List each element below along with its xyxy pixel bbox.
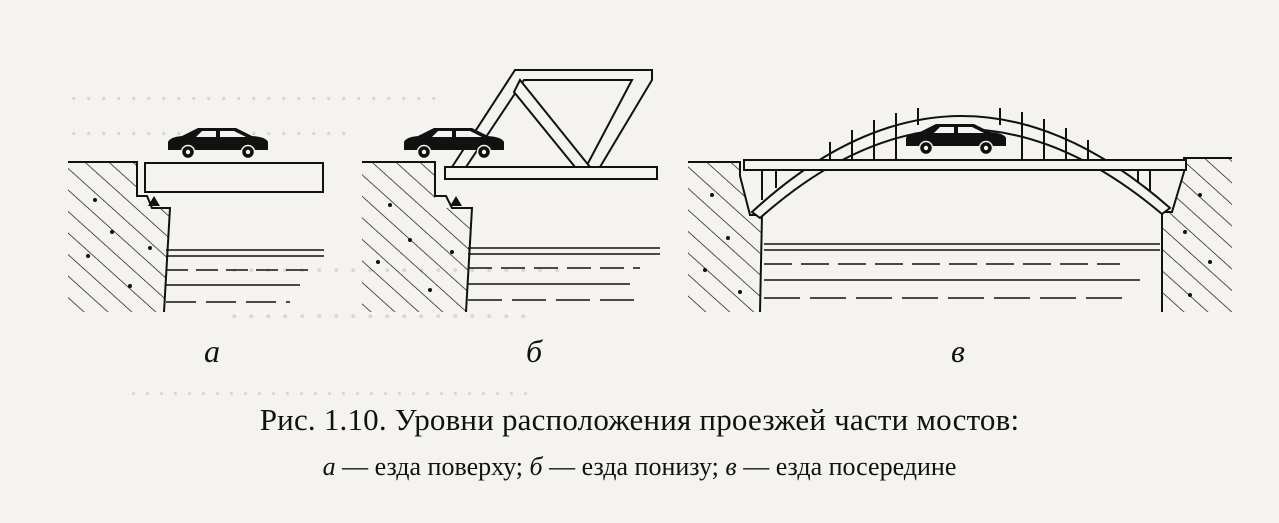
- panel-a-car-icon: [167, 127, 269, 160]
- panel-a-water: [166, 249, 324, 303]
- panel-label-b: б: [525, 333, 543, 369]
- panel-c-right-abutment: [1162, 158, 1232, 312]
- caption-letter-a: а: [322, 452, 336, 481]
- panel-b-deck-bottom: [362, 69, 660, 313]
- panel-c-deck-middle: [688, 108, 1232, 313]
- figure-caption-legend: а — езда поверху; б — езда понизу; в — е…: [322, 452, 957, 481]
- panel-label-c: в: [951, 333, 965, 369]
- figure-caption-title: Рис. 1.10. Уровни расположения проезжей …: [259, 402, 1020, 437]
- panel-label-a: а: [204, 333, 220, 369]
- panel-a-deck: [144, 162, 324, 193]
- panel-c-left-abutment: [688, 162, 762, 312]
- panel-c-deck: [743, 159, 1187, 171]
- panel-c-water: [764, 243, 1160, 299]
- caption-text-b: езда понизу;: [581, 452, 719, 481]
- caption-text-c: езда посередине: [775, 452, 957, 481]
- panel-b-truss: [444, 69, 658, 180]
- caption-letter-b: б: [529, 452, 543, 481]
- panel-c-hangers: [829, 108, 1089, 160]
- panel-b-water: [468, 247, 660, 301]
- caption-letter-c: в: [725, 452, 737, 481]
- panel-b-abutment: [362, 162, 472, 312]
- caption-text-a: езда поверху;: [374, 452, 524, 481]
- panel-a-deck-top: [68, 127, 324, 313]
